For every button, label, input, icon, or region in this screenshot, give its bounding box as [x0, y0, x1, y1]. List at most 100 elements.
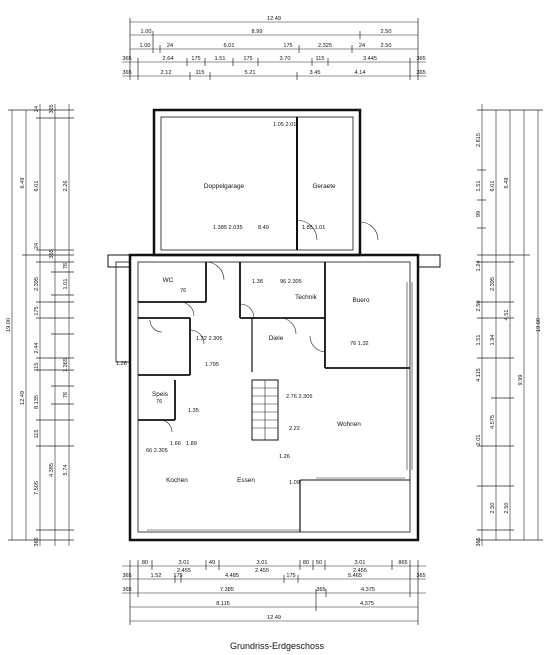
dim-right: 1.94	[490, 335, 496, 346]
dim-right: 2.50	[504, 503, 510, 514]
dim-top-total: 12.49	[267, 16, 281, 22]
dim-top: 365	[416, 56, 425, 62]
dim-top: 24	[359, 43, 365, 49]
dim-left: 6.01	[34, 181, 40, 192]
dim-left: 6.49	[20, 178, 26, 189]
dim-bottom: 365	[316, 587, 325, 593]
dim-right: 1.51	[476, 335, 482, 346]
drawing-caption: Grundriss-Erdgeschoss	[230, 641, 325, 651]
left-dimension-labels: 19.00 6.49 12.49 24 6.01 24 2.395 175 2.…	[6, 104, 69, 546]
dim-left: 7.505	[34, 481, 40, 495]
dim-top: 2.64	[163, 56, 174, 62]
dim-right: 2.50	[476, 301, 482, 312]
inner-dim: 1.28	[116, 361, 127, 367]
dim-left: 24	[34, 243, 40, 249]
dim-bottom: 3.01	[179, 560, 190, 566]
dim-bottom: 175	[173, 573, 182, 579]
dim-left: 1.01	[63, 279, 69, 290]
dim-bottom: 2.455	[353, 568, 367, 574]
dim-top: 365	[122, 70, 131, 76]
dim-bottom: 365	[416, 573, 425, 579]
dim-top: 24	[167, 43, 173, 49]
dim-top: 8.99	[252, 29, 263, 35]
dim-right: 365	[476, 537, 482, 546]
inner-dim: 1.32 2.305	[196, 336, 222, 342]
dim-bottom-total: 12.49	[267, 615, 281, 621]
inner-dim: 1.85 1.01	[302, 225, 325, 231]
dim-bottom: 4.375	[361, 587, 375, 593]
inner-dim: 1.05 2.01	[273, 122, 296, 128]
left-dimension-lines	[8, 104, 74, 546]
inner-dim: 1.66	[170, 441, 181, 447]
dim-right-total: 19.00	[536, 318, 542, 332]
room-label-wohnen: Wohnen	[337, 421, 361, 428]
dim-left: 2.395	[34, 277, 40, 291]
walls	[107, 108, 441, 542]
room-label-geraete: Geraete	[312, 183, 336, 190]
dim-left: 365	[34, 537, 40, 546]
inner-dim: 2.22	[289, 426, 300, 432]
dim-top: 1.00	[141, 29, 152, 35]
dim-top: 365	[122, 56, 131, 62]
dim-bottom: 365	[122, 587, 131, 593]
dim-right: 2.01	[476, 435, 482, 446]
dim-bottom: 80	[303, 560, 309, 566]
dim-top: 175	[191, 56, 200, 62]
inner-dim: 1.09	[289, 480, 300, 486]
dim-left: 12.49	[20, 391, 26, 405]
dim-top: 365	[416, 70, 425, 76]
dim-top: 3.445	[363, 56, 377, 62]
inner-dim: 76	[180, 288, 186, 294]
room-label-kochen: Kochen	[166, 477, 188, 484]
inner-dim: 1.26	[279, 454, 290, 460]
dim-bottom: 4.375	[360, 601, 374, 607]
dim-bottom: 865	[398, 560, 407, 566]
dim-bottom: 49	[209, 560, 215, 566]
dim-top: 2.50	[381, 43, 392, 49]
dim-left: 8.135	[34, 395, 40, 409]
inner-dim: 2.76 2.305	[286, 394, 312, 400]
dim-left: 4.385	[49, 463, 55, 477]
inner-dim: 96 2.305	[280, 279, 302, 285]
dim-top: 3.70	[280, 56, 291, 62]
dim-top: 2.12	[161, 70, 172, 76]
dim-left: 24	[34, 106, 40, 112]
top-dimension-labels: 12.49 1.00 8.99 2.50 1.00 24 6.01 175 2.…	[122, 16, 425, 76]
inner-dim: 76	[156, 399, 162, 405]
inner-dim: 1.38	[252, 279, 263, 285]
dim-bottom: 50	[316, 560, 322, 566]
dim-bottom: 175	[286, 573, 295, 579]
dim-left: 175	[34, 306, 40, 315]
dim-right: 2.50	[490, 503, 496, 514]
room-label-essen: Essen	[237, 477, 255, 484]
dim-top: 3.45	[310, 70, 321, 76]
inner-dim: 1.385 2.035	[213, 225, 243, 231]
room-label-wc: WC	[163, 277, 174, 284]
dim-top: 175	[243, 56, 252, 62]
dim-left: 5.74	[63, 465, 69, 476]
room-label-speis: Speis	[152, 391, 168, 398]
dim-left: 115	[34, 430, 40, 439]
right-dimension-labels: 19.00 2.615 1.51 99 1.24 2.50 1.51 4.115…	[476, 133, 542, 547]
room-label-buero: Buero	[352, 297, 369, 304]
dim-bottom: 365	[122, 573, 131, 579]
dim-left-total: 19.00	[6, 318, 12, 332]
dim-left: 365	[49, 104, 55, 113]
dim-left: 76	[63, 392, 69, 398]
dim-left: 1.365	[63, 358, 69, 372]
inner-dim: 1.89	[186, 441, 197, 447]
interior-dimension-labels: 1.05 2.01 1.385 2.035 8.49 1.85 1.01 76 …	[116, 122, 369, 486]
dim-bottom: 8.115	[216, 601, 230, 607]
dim-top: 1.51	[215, 56, 226, 62]
dim-top: 1.00	[140, 43, 151, 49]
room-label-technik: Technik	[295, 294, 317, 301]
dim-right: 9.99	[518, 375, 524, 386]
dim-bottom: 3.01	[257, 560, 268, 566]
inner-dim: 1.795	[205, 362, 219, 368]
dim-top: 115	[196, 70, 205, 76]
dim-top: 5.21	[245, 70, 256, 76]
dim-bottom: 5.465	[348, 573, 362, 579]
dim-bottom: 7.385	[220, 587, 234, 593]
dim-right: 4.115	[476, 368, 482, 382]
